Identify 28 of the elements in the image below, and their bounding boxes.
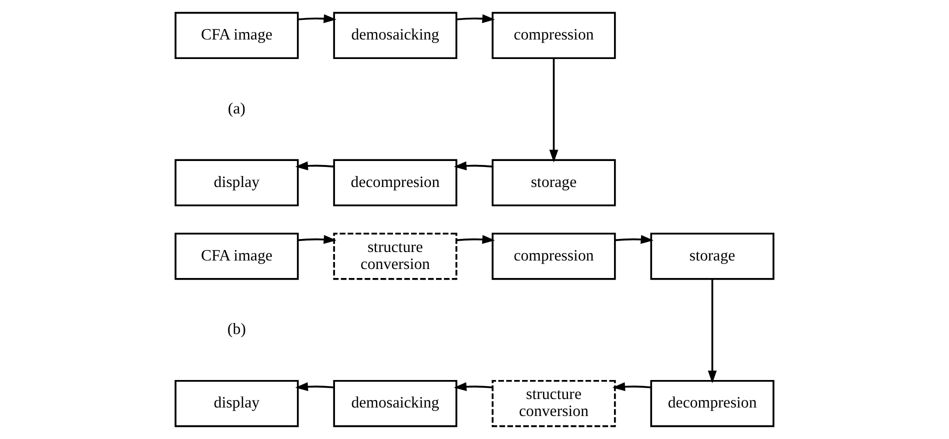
node-box: demosaicking (333, 380, 458, 428)
node-box: decompresion (650, 380, 774, 428)
label: (a) (228, 100, 246, 118)
arrow (708, 279, 717, 384)
arrow (454, 161, 492, 170)
node-box: compression (492, 232, 616, 280)
arrow (615, 235, 654, 244)
node-box: CFA image (174, 12, 299, 60)
arrow (298, 14, 336, 24)
arrow (298, 235, 336, 244)
node-box: storage (492, 159, 616, 206)
node-box: decompresion (333, 159, 458, 206)
arrow (456, 235, 495, 244)
arrow (295, 382, 334, 392)
node-box: display (174, 380, 299, 428)
node-box: display (174, 159, 299, 206)
arrow (456, 14, 495, 24)
node-box: CFA image (174, 232, 299, 280)
node-box: structure conversion (333, 232, 458, 280)
arrow (612, 382, 651, 392)
node-box: structure conversion (492, 380, 616, 428)
node-box: compression (492, 12, 616, 60)
node-box: storage (650, 232, 774, 280)
label: (b) (227, 321, 246, 338)
node-box: demosaicking (333, 12, 458, 60)
arrow (549, 58, 558, 162)
arrow (454, 382, 492, 392)
arrow (295, 161, 334, 170)
